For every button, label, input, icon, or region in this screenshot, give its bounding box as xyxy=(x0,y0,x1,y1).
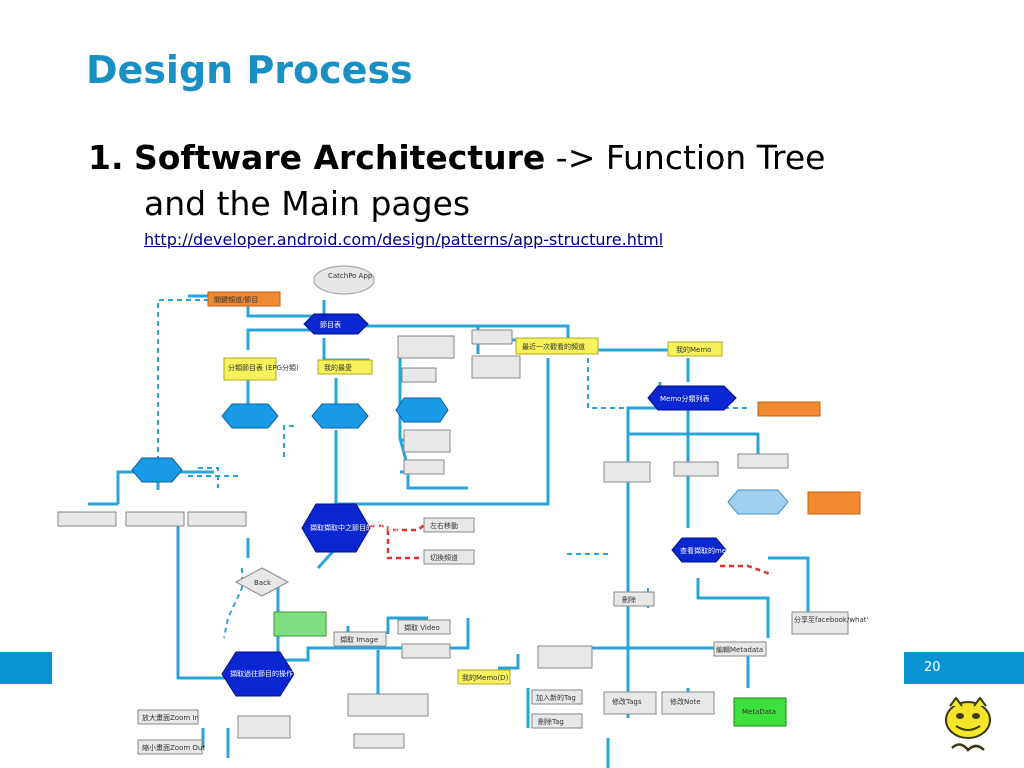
svg-text:擷取 Image: 擷取 Image xyxy=(340,635,378,644)
svg-text:擷取 Video: 擷取 Video xyxy=(404,623,440,632)
svg-text:修改Note: 修改Note xyxy=(670,697,701,706)
svg-text:MetaData: MetaData xyxy=(742,708,776,716)
node-zoom-in: 放大畫面Zoom In xyxy=(137,709,199,725)
svg-text:切換頻道: 切換頻道 xyxy=(430,553,458,562)
node-my-memo: 我的Memo xyxy=(667,341,723,357)
node-add-tag: 加入新的Tag xyxy=(531,689,583,705)
node-capture-img: 擷取 Image xyxy=(333,631,387,647)
bullet-bold-text: Software Architecture xyxy=(134,138,546,177)
footer-band-left xyxy=(0,652,52,684)
node-root-label: CatchPo App xyxy=(328,272,373,280)
svg-text:我的最愛: 我的最愛 xyxy=(324,363,352,372)
svg-text:擷取擷取中之節目的操作畫面: 擷取擷取中之節目的操作畫面 xyxy=(310,523,401,532)
bullet-line-1: 1. Software Architecture -> Function Tre… xyxy=(88,136,825,180)
bullet-line-2: and the Main pages xyxy=(144,184,471,223)
svg-text:加入新的Tag: 加入新的Tag xyxy=(536,693,576,702)
node-catch-prev: 擷取過往節目的操作畫面 xyxy=(221,651,307,697)
misc-blue-nodes xyxy=(131,397,449,483)
svg-text:分享至facebook/what's app: 分享至facebook/what's app xyxy=(794,615,868,624)
node-metadata: MetaData xyxy=(733,697,787,727)
function-tree-diagram: CatchPo App 關鍵頻道/節目 節目表 分類節目表 (EPG分類) 我的… xyxy=(57,265,868,768)
diagram-red-connectors xyxy=(370,521,771,576)
node-memo-list: Memo分類列表 xyxy=(647,385,737,411)
svg-text:刪除Tag: 刪除Tag xyxy=(538,717,564,726)
tiger-logo xyxy=(945,696,991,752)
svg-text:Memo分類列表: Memo分類列表 xyxy=(660,394,709,403)
node-program-list: 節目表 xyxy=(303,313,369,335)
svg-text:左右移動: 左右移動 xyxy=(430,521,458,530)
footer-band-right xyxy=(904,652,1024,684)
svg-text:我的Memo(D): 我的Memo(D) xyxy=(462,673,509,682)
node-edit-note: 修改Note xyxy=(661,691,715,715)
node-delete-tag: 刪除Tag xyxy=(531,713,583,729)
bullet-rest-text: -> Function Tree xyxy=(545,138,826,177)
svg-text:我的Memo: 我的Memo xyxy=(676,345,711,354)
svg-text:擷取過往節目的操作畫面: 擷取過往節目的操作畫面 xyxy=(230,669,307,678)
node-orange-memo-2 xyxy=(807,491,861,515)
slide-title: Design Process xyxy=(86,48,413,92)
svg-text:查看擷取的memo: 查看擷取的memo xyxy=(680,546,737,555)
svg-text:刪除: 刪除 xyxy=(622,595,636,604)
node-green xyxy=(273,611,327,637)
node-orange-memo-1 xyxy=(757,401,821,417)
node-hex-2 xyxy=(311,403,369,429)
node-delete: 刪除 xyxy=(613,591,655,607)
node-back: Back xyxy=(234,567,290,597)
node-edit-tags: 修改Tags xyxy=(603,691,657,715)
node-share: 分享至facebook/what's app xyxy=(791,611,868,635)
node-switch-ch: 切換頻道 xyxy=(423,549,475,565)
node-zoom-out: 縮小畫面Zoom Out xyxy=(137,739,205,755)
svg-text:縮小畫面Zoom Out: 縮小畫面Zoom Out xyxy=(142,743,205,752)
misc-grey-nodes xyxy=(57,329,789,749)
svg-text:分類節目表 (EPG分類): 分類節目表 (EPG分類) xyxy=(228,363,299,372)
svg-text:最近一次觀看的頻道: 最近一次觀看的頻道 xyxy=(522,342,585,351)
svg-text:節目表: 節目表 xyxy=(320,320,341,329)
svg-text:放大畫面Zoom In: 放大畫面Zoom In xyxy=(142,713,199,722)
node-fav-top: 關鍵頻道/節目 xyxy=(207,291,281,307)
node-hex-1 xyxy=(221,403,279,429)
svg-text:修改Tags: 修改Tags xyxy=(612,697,642,706)
node-root: CatchPo App xyxy=(313,265,375,295)
reference-link[interactable]: http://developer.android.com/design/patt… xyxy=(144,230,664,249)
node-capture-video: 擷取 Video xyxy=(397,619,451,635)
node-left-right: 左右移動 xyxy=(423,517,475,533)
node-recently: 最近一次觀看的頻道 xyxy=(515,337,599,355)
node-my-fav: 我的最愛 xyxy=(317,359,373,375)
svg-text:Back: Back xyxy=(254,579,272,587)
node-edit-metadata: 編輯Metadata xyxy=(713,641,767,657)
svg-text:關鍵頻道/節目: 關鍵頻道/節目 xyxy=(214,295,258,304)
node-view-memo: 查看擷取的memo xyxy=(671,537,737,563)
svg-text:編輯Metadata: 編輯Metadata xyxy=(716,645,763,654)
page-number: 20 xyxy=(924,660,941,675)
bullet-number: 1. xyxy=(88,138,124,177)
node-catch-op: 擷取擷取中之節目的操作畫面 xyxy=(301,503,401,553)
node-memo-hex xyxy=(727,489,789,515)
node-my-memo-d: 我的Memo(D) xyxy=(457,669,511,685)
node-categories: 分類節目表 (EPG分類) xyxy=(223,357,299,381)
